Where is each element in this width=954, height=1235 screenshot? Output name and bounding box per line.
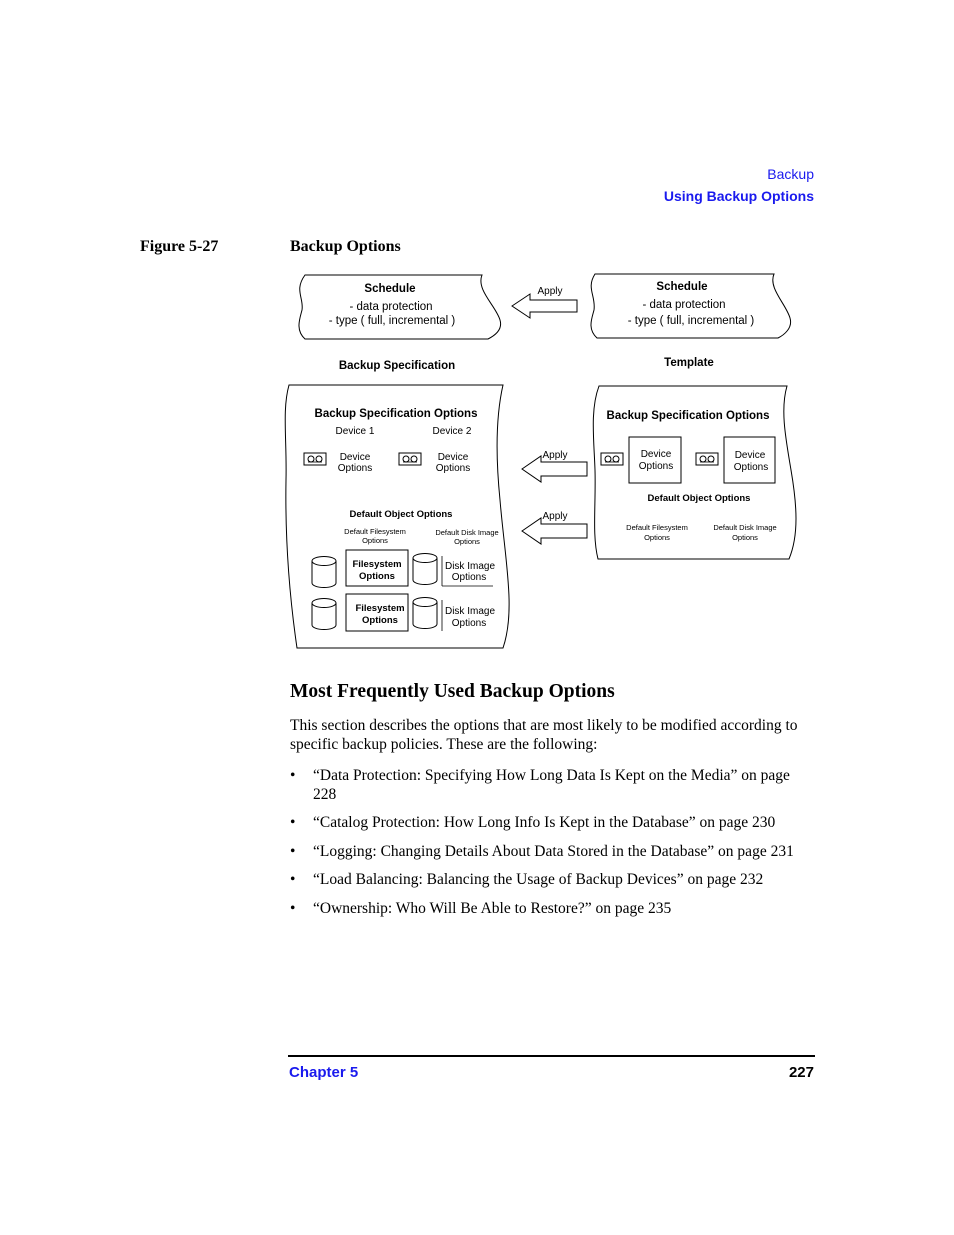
tape-drive-icon [303,452,327,466]
filesystem-options-2-line2: Options [362,615,398,626]
figure-label: Figure 5-27 [140,238,219,255]
running-header-subsection: Using Backup Options [663,188,814,204]
right-default-filesystem-line2: Options [644,533,670,542]
filesystem-options-2-line1: Filesystem [355,603,404,614]
bullet-dot: • [290,767,296,784]
cross-reference-link[interactable]: “Catalog Protection: How Long Info Is Ke… [313,814,776,831]
footer-rule [288,1055,815,1057]
filesystem-options-1-line1: Filesystem [352,559,401,570]
template-device-options-1-line2: Options [639,461,673,472]
right-schedule-title: Schedule [656,281,707,293]
backup-specification-label: Backup Specification [339,360,455,372]
right-schedule-line1: - data protection [642,299,725,311]
device-1-label: Device 1 [336,426,375,437]
right-panel-title: Backup Specification Options [607,410,770,422]
tape-drive-icon [600,452,624,466]
tape-drive-icon [695,452,719,466]
bullet-dot: • [290,814,296,831]
list-item: • “Catalog Protection: How Long Info Is K… [290,814,815,833]
right-default-filesystem-line1: Default Filesystem [626,523,688,532]
template-device-options-1-line1: Device [641,449,672,460]
device-options-1-line1: Device [340,452,371,463]
backup-options-diagram: Schedule - data protection - type ( full… [284,273,797,649]
footer-page-number: 227 [788,1064,814,1081]
device-2-label: Device 2 [433,426,472,437]
tape-drive-icon [398,452,422,466]
disk-icon [311,556,337,588]
template-panel: Backup Specification Options Device Opti… [592,385,797,560]
disk-icon [412,553,438,585]
left-default-disk-image-line2: Options [454,537,480,546]
bullet-dot: • [290,842,296,860]
bullet-dot: • [290,871,296,888]
left-panel-title: Backup Specification Options [315,408,478,420]
apply-label-bottom: Apply [542,511,567,522]
bullet-list: • “Data Protection: Specifying How Long D… [290,767,815,928]
device-options-2-line1: Device [438,452,469,463]
left-schedule-line2: - type ( full, incremental ) [329,315,456,327]
template-device-options-box-1 [628,436,682,484]
apply-arrow-bottom: Apply [521,511,588,545]
left-schedule-scroll: Schedule - data protection - type ( full… [298,274,502,340]
backup-specification-panel: Backup Specification Options Device 1 De… [284,384,510,649]
left-default-object-options: Default Object Options [350,509,453,520]
right-default-disk-image-line2: Options [732,533,758,542]
cross-reference-link[interactable]: “Load Balancing: Balancing the Usage of … [313,871,764,888]
filesystem-options-1-line2: Options [359,571,395,582]
disk-icon [412,597,438,629]
template-label: Template [664,357,714,369]
left-default-filesystem-line2: Options [362,536,388,545]
disk-image-options-1-line2: Options [452,572,486,583]
left-default-filesystem-line1: Default Filesystem [344,527,406,536]
right-schedule-scroll: Schedule - data protection - type ( full… [590,273,792,339]
left-default-disk-image-line1: Default Disk Image [435,528,498,537]
list-item: • “Load Balancing: Balancing the Usage of… [290,871,815,890]
footer-chapter: Chapter 5 [289,1064,359,1081]
disk-image-options-2-line1: Disk Image [445,606,495,617]
disk-image-options-2-line2: Options [452,618,486,629]
right-default-object-options: Default Object Options [648,493,751,504]
right-schedule-line2: - type ( full, incremental ) [628,315,755,327]
apply-arrow-middle: Apply [521,450,588,483]
bullet-dot: • [290,899,296,917]
template-device-options-box-2 [723,436,776,484]
left-schedule-title: Schedule [364,283,415,295]
right-default-disk-image-line1: Default Disk Image [713,523,776,532]
cross-reference-link[interactable]: “Ownership: Who Will Be Able to Restore?… [313,899,672,917]
template-device-options-2-line1: Device [735,450,766,461]
list-item: • “Logging: Changing Details About Data S… [290,843,815,862]
filesystem-options-box-1 [345,549,409,587]
cross-reference-link[interactable]: “Data Protection: Specifying How Long Da… [313,767,790,803]
cross-reference-link[interactable]: “Logging: Changing Details About Data St… [313,842,794,860]
left-schedule-line1: - data protection [349,301,432,313]
template-device-options-2-line2: Options [734,462,768,473]
disk-image-options-1-line1: Disk Image [445,561,495,572]
disk-icon [311,598,337,630]
running-header-section: Backup [767,166,814,182]
list-item: • “Ownership: Who Will Be Able to Restore… [290,900,815,919]
device-options-2-line2: Options [436,463,470,474]
figure-title: Backup Options [290,238,401,255]
device-options-1-line2: Options [338,463,372,474]
list-item: • “Data Protection: Specifying How Long D… [290,767,815,804]
apply-label-top: Apply [537,286,562,297]
intro-paragraph: This section describes the options that … [290,717,798,753]
filesystem-options-box-2 [345,593,409,632]
apply-arrow-top: Apply [511,286,578,319]
section-heading: Most Frequently Used Backup Options [290,681,615,702]
apply-label-middle: Apply [542,450,567,461]
